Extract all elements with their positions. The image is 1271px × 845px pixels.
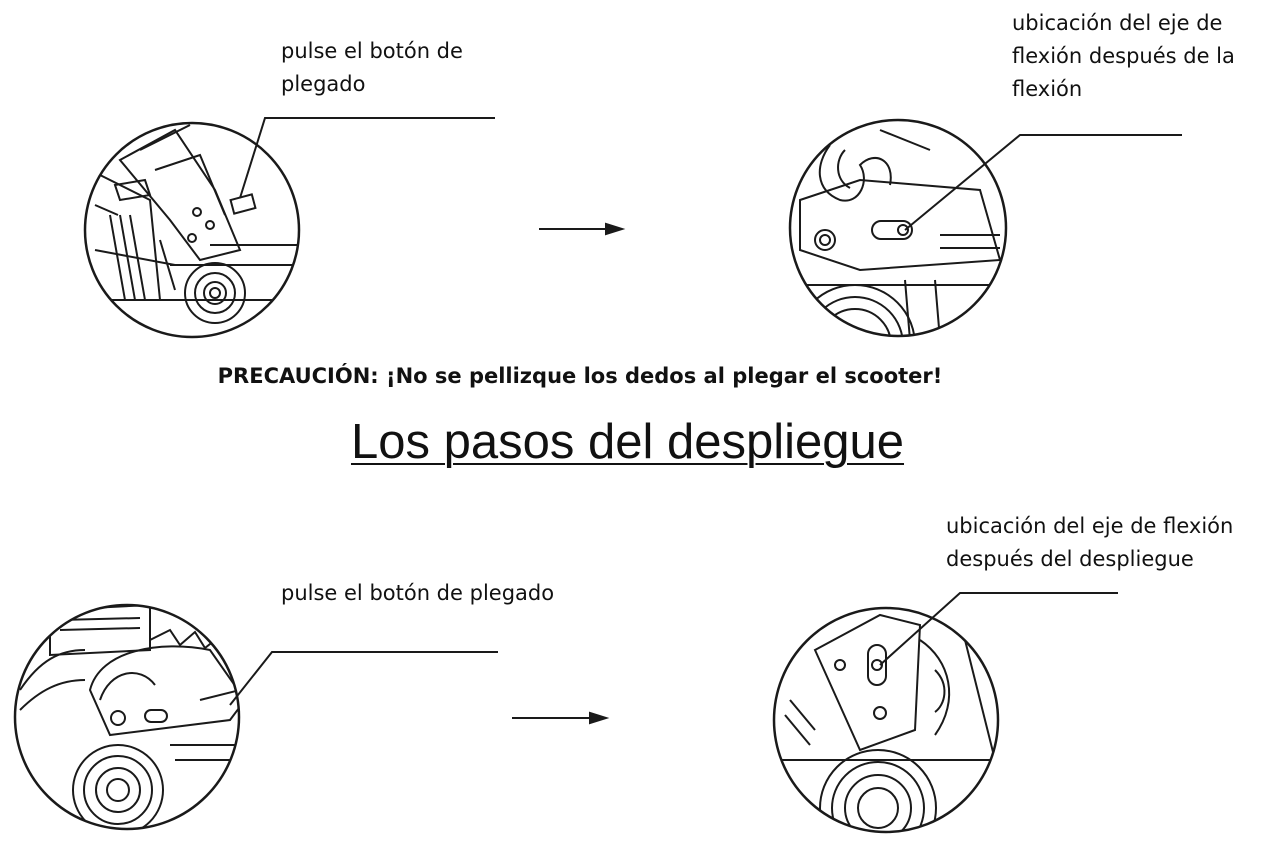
- fold-step-label: pulse el botón de plegado: [281, 35, 463, 101]
- caution-warning: PRECAUCIÓN: ¡No se pellizque los dedos a…: [217, 364, 943, 388]
- folded-axle-label-line-3: flexión: [1012, 77, 1083, 101]
- fold-button-detail-image: [83, 117, 495, 339]
- unfolded-axle-label-line-1: ubicación del eje de flexión: [946, 514, 1234, 538]
- unfolded-axle-label-line-2: después del despliegue: [946, 547, 1194, 571]
- right-arrow-icon: [512, 711, 610, 725]
- unfold-button-detail-image: [13, 603, 498, 831]
- unfolded-axle-label: ubicación del eje de flexión después del…: [946, 510, 1233, 576]
- unfolding-steps-heading: Los pasos del despliegue: [350, 415, 905, 469]
- folded-axle-label-line-1: ubicación del eje de: [1012, 11, 1223, 35]
- folded-axle-detail-image: [788, 118, 1182, 338]
- folded-axle-label: ubicación del eje de flexión después de …: [1012, 7, 1235, 106]
- unfold-step-label: pulse el botón de plegado: [281, 581, 555, 605]
- folded-axle-label-line-2: flexión después de la: [1012, 44, 1235, 68]
- fold-step-label-line-2: plegado: [281, 72, 366, 96]
- fold-step-label-line-1: pulse el botón de: [281, 39, 463, 63]
- right-arrow-icon: [539, 222, 626, 236]
- unfolded-axle-detail-image: [772, 592, 1118, 834]
